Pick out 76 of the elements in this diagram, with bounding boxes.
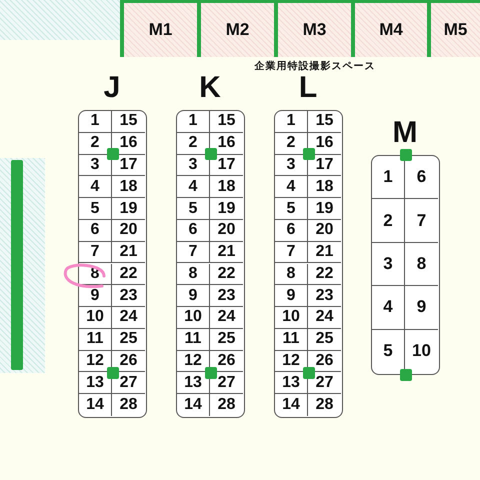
- seat-cell: 8: [405, 242, 438, 286]
- seat-cell: 1: [275, 111, 308, 133]
- seat-cell: 15: [308, 111, 341, 133]
- seat-cell: 14: [79, 394, 112, 416]
- seat-cell: 20: [112, 220, 145, 242]
- seat-cell: 15: [112, 111, 145, 133]
- area-caption: 企業用特設撮影スペース: [254, 60, 376, 73]
- seat-cell: 24: [308, 307, 341, 329]
- seat-cell: 2: [372, 199, 405, 243]
- seat-cell: 5: [275, 198, 308, 220]
- seat-cell: 24: [112, 307, 145, 329]
- seat-cell: 6: [177, 220, 210, 242]
- seat-cell: 18: [308, 176, 341, 198]
- seat-cell: 22: [210, 264, 243, 286]
- booth-space: M4: [351, 0, 427, 57]
- seat-cell: 14: [275, 394, 308, 416]
- block-letter: J: [102, 73, 122, 103]
- seat-cell: 22: [112, 264, 145, 286]
- seat-cell: 25: [308, 328, 341, 351]
- seat-cell: 25: [112, 328, 145, 351]
- seat-cell: 14: [177, 394, 210, 416]
- seat-cell: 21: [210, 242, 243, 264]
- seat-cell: 4: [79, 176, 112, 198]
- seat-cell: 7: [79, 242, 112, 264]
- seat-cell: 4: [177, 176, 210, 198]
- seat-cell: 19: [308, 198, 341, 220]
- seat-cell: 5: [177, 198, 210, 220]
- block-letter: K: [198, 73, 222, 103]
- seat-cell: 11: [79, 328, 112, 351]
- seat-cell: 7: [275, 242, 308, 264]
- seat-cell: 8: [275, 264, 308, 286]
- seat-cell: 1: [177, 111, 210, 133]
- seat-cell: 19: [210, 198, 243, 220]
- booth-space: M5: [427, 0, 480, 57]
- seat-cell: 9: [79, 285, 112, 308]
- seat-cell: 7: [405, 199, 438, 243]
- seat-cell: 18: [210, 176, 243, 198]
- seat-cell: 10: [177, 307, 210, 329]
- seat-cell: 24: [210, 307, 243, 329]
- seat-cell: 22: [308, 264, 341, 286]
- booth-space: M1: [120, 0, 197, 57]
- seat-cell: 6: [79, 220, 112, 242]
- booth-space: M3: [274, 0, 351, 57]
- seat-cell: 3: [372, 242, 405, 286]
- seat-cell: 10: [275, 307, 308, 329]
- seat-cell: 28: [210, 394, 243, 416]
- seat-cell: 19: [112, 198, 145, 220]
- seat-cell: 11: [275, 328, 308, 351]
- seat-cell: 4: [372, 286, 405, 330]
- seat-cell: 9: [405, 286, 438, 330]
- seat-cell: 9: [275, 285, 308, 308]
- seat-cell: 6: [275, 220, 308, 242]
- seat-cell: 23: [210, 285, 243, 308]
- seat-cell: 20: [308, 220, 341, 242]
- seat-cell: 23: [112, 285, 145, 308]
- seat-cell: 4: [275, 176, 308, 198]
- seat-cell: 18: [112, 176, 145, 198]
- seat-cell: 1: [79, 111, 112, 133]
- seat-cell: 23: [308, 285, 341, 308]
- seat-cell: 10: [79, 307, 112, 329]
- booth-space: M2: [197, 0, 274, 57]
- seat-cell: 28: [308, 394, 341, 416]
- block-letter: M: [392, 118, 418, 148]
- seat-cell: 8: [177, 264, 210, 286]
- seat-cell: 28: [112, 394, 145, 416]
- seat-cell: 21: [112, 242, 145, 264]
- seat-cell: 15: [210, 111, 243, 133]
- seat-cell: 5: [79, 198, 112, 220]
- seat-cell: 10: [405, 330, 438, 373]
- seat-cell: 9: [177, 285, 210, 308]
- seat-cell: 21: [308, 242, 341, 264]
- seat-cell: 7: [177, 242, 210, 264]
- seat-cell: 25: [210, 328, 243, 351]
- block-letter: L: [298, 73, 318, 103]
- seat-cell: 11: [177, 328, 210, 351]
- seat-cell: 20: [210, 220, 243, 242]
